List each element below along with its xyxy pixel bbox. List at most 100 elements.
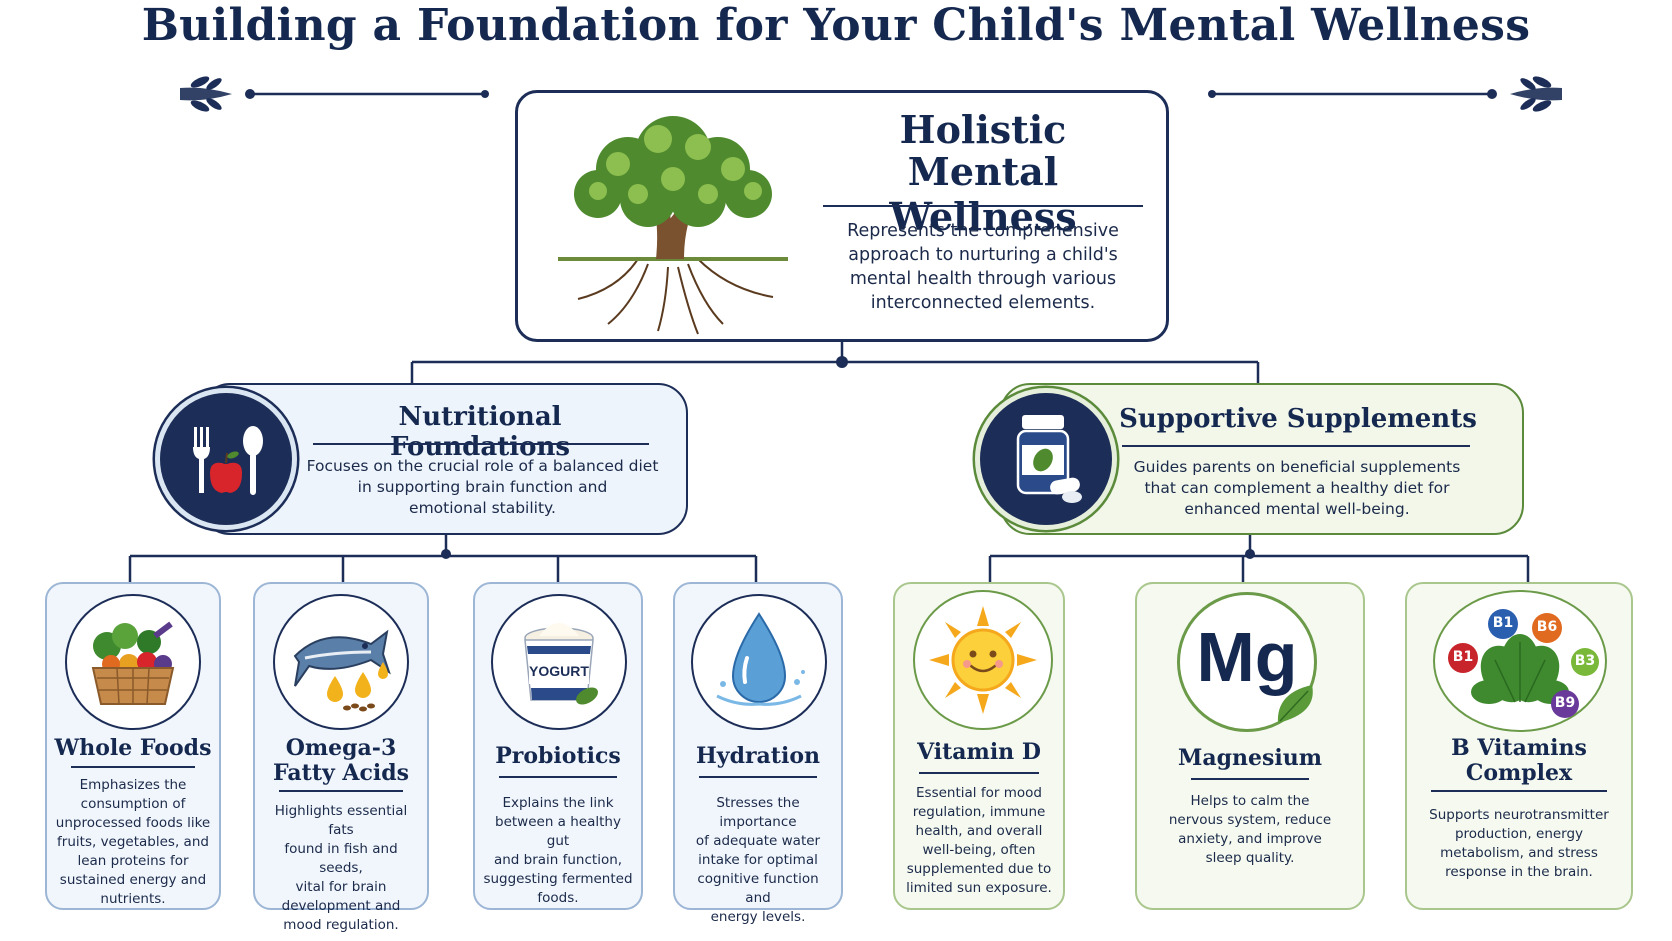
root-title-line1: Holistic	[899, 107, 1067, 152]
root-desc-line: interconnected elements.	[870, 293, 1096, 313]
category-title-rule	[1122, 445, 1470, 447]
leaf-title-rule	[71, 766, 195, 768]
leaf-desc-line: production, energy	[1454, 826, 1584, 842]
fork-apple-spoon-icon	[193, 426, 263, 495]
leaf-title: Magnesium	[1141, 746, 1359, 771]
category-desc-line: enhanced mental well-being.	[1184, 500, 1410, 518]
category-desc-line: that can complement a healthy diet for	[1144, 479, 1450, 497]
left-leaf-ornament-icon	[180, 76, 232, 112]
category-title: Nutritional Foundations	[390, 402, 570, 462]
leaf-desc-line: well-being, often	[922, 842, 1036, 858]
leaf-desc-line: energy levels.	[710, 909, 806, 925]
category-desc-line: emotional stability.	[409, 499, 556, 517]
root-description: Represents the comprehensive approach to…	[818, 219, 1148, 315]
leaf-desc-line: Supports neurotransmitter	[1429, 807, 1609, 823]
leaf-desc-line: vital for brain	[295, 879, 387, 895]
leaf-desc-line: unprocessed foods like	[55, 815, 211, 831]
leaf-title-rule	[1431, 790, 1607, 792]
leaf-desc-line: found in fish and seeds,	[284, 841, 398, 876]
leaf-title: B Vitamins Complex	[1411, 736, 1627, 786]
category-description: Guides parents on beneficial supplements…	[1112, 457, 1482, 520]
leaf-desc-line: Helps to calm the	[1190, 793, 1310, 809]
leaf-title-rule	[919, 772, 1039, 774]
hydration-icon-circle	[691, 594, 827, 730]
leaf-title-rule	[1191, 778, 1309, 780]
probiotics-icon-circle: YOGURT	[491, 594, 627, 730]
leaf-desc-line: lean proteins for	[77, 853, 189, 869]
leaf-title-line: Fatty Acids	[272, 760, 410, 786]
category-desc-line: Guides parents on beneficial supplements	[1133, 458, 1461, 476]
leaf-desc-line: metabolism, and stress	[1440, 845, 1598, 861]
leaf-title-rule	[279, 790, 403, 792]
magnesium-card: Mg Magnesium Helps to calm the nervous s…	[1135, 582, 1365, 910]
fish-oil-icon	[293, 629, 391, 712]
b-vitamins-icon-circle: B1 B6 B1 B3 B9	[1433, 590, 1607, 732]
leaf-description: Explains the link between a healthy gut …	[483, 794, 633, 908]
leaf-description: Emphasizes the consumption of unprocesse…	[55, 776, 211, 909]
hydration-card: Hydration Stresses the importance of ade…	[673, 582, 843, 925]
leaf-icon	[1277, 685, 1313, 723]
leaf-description: Highlights essential fats found in fish …	[263, 802, 419, 935]
leaf-title-rule	[699, 776, 817, 778]
category-desc-line: in supporting brain function and	[357, 478, 608, 496]
leaf-title-line: Probiotics	[495, 743, 621, 769]
nutrition-icon-circle	[155, 388, 297, 530]
root-desc-line: Represents the comprehensive	[847, 221, 1119, 241]
magnesium-symbol: Mg	[1196, 618, 1298, 696]
leaf-desc-line: between a healthy gut	[495, 814, 621, 849]
yogurt-label: YOGURT	[529, 663, 589, 679]
leaf-desc-line: sleep quality.	[1205, 850, 1295, 866]
whole-foods-icon-circle	[65, 594, 201, 730]
leaf-desc-line: anxiety, and improve	[1178, 831, 1322, 847]
root-desc-line: mental health through various	[849, 269, 1117, 289]
vitamin-badge-b1-red: B1	[1452, 649, 1474, 665]
leaf-title: Omega-3 Fatty Acids	[259, 736, 423, 786]
leaf-desc-line: Explains the link	[502, 795, 614, 811]
leaf-desc-line: cognitive function and	[697, 871, 819, 906]
omega-3-icon-circle	[273, 594, 409, 730]
leaf-desc-line: intake for optimal	[698, 852, 818, 868]
leaf-desc-line: sustained energy and	[59, 872, 207, 888]
leaf-desc-line: limited sun exposure.	[906, 880, 1052, 896]
leaf-title-rule	[499, 776, 617, 778]
vitamin-badge-b1: B1	[1492, 615, 1514, 631]
leaf-description: Supports neurotransmitter production, en…	[1415, 806, 1623, 882]
leaf-description: Essential for mood regulation, immune he…	[903, 784, 1055, 898]
vitamin-badge-b9: B9	[1554, 695, 1576, 711]
whole-foods-card: Whole Foods Emphasizes the consumption o…	[45, 582, 221, 910]
leaf-desc-line: suggesting fermented	[483, 871, 633, 887]
leaf-title-line: Magnesium	[1178, 745, 1322, 771]
leaf-title: Probiotics	[479, 744, 637, 769]
category-title: Supportive Supplements	[1119, 404, 1477, 434]
leaf-desc-line: supplemented due to	[906, 861, 1052, 877]
leaf-desc-line: health, and overall	[915, 823, 1043, 839]
vitamin-badge-b6: B6	[1536, 619, 1558, 635]
leaf-title-line: Complex	[1465, 760, 1573, 786]
leaf-desc-line: consumption of	[80, 796, 186, 812]
leaf-title-line: Vitamin D	[917, 739, 1041, 765]
leaf-title: Hydration	[679, 744, 837, 769]
category-description: Focuses on the crucial role of a balance…	[305, 456, 660, 519]
root-title-line2: Mental Wellness	[889, 149, 1077, 239]
page-title: Building a Foundation for Your Child's M…	[141, 0, 1531, 51]
yogurt-icon	[524, 623, 598, 705]
leaf-desc-line: response in the brain.	[1445, 864, 1593, 880]
leaf-description: Stresses the importance of adequate wate…	[683, 794, 833, 927]
category-desc-line: Focuses on the crucial role of a balance…	[306, 457, 659, 475]
root-card: Holistic Mental Wellness Represents the …	[515, 90, 1169, 342]
magnesium-icon-circle: Mg	[1177, 592, 1317, 732]
vitamin-d-icon-circle	[913, 590, 1053, 730]
supplement-bottle-icon	[1016, 415, 1082, 503]
vegetable-basket-icon	[91, 621, 175, 705]
omega-3-card: Omega-3 Fatty Acids Highlights essential…	[253, 582, 429, 933]
leaf-title-line: Whole Foods	[54, 735, 212, 761]
leaf-desc-line: foods.	[537, 890, 579, 906]
category-title-rule	[313, 443, 649, 445]
leaf-desc-line: fruits, vegetables, and	[57, 834, 209, 850]
right-leaf-ornament-icon	[1510, 76, 1562, 112]
root-title-rule	[823, 205, 1143, 207]
vitamin-badge-b3: B3	[1574, 653, 1596, 669]
leaf-desc-line: Essential for mood	[916, 785, 1042, 801]
leaf-desc-line: of adequate water	[695, 833, 821, 849]
